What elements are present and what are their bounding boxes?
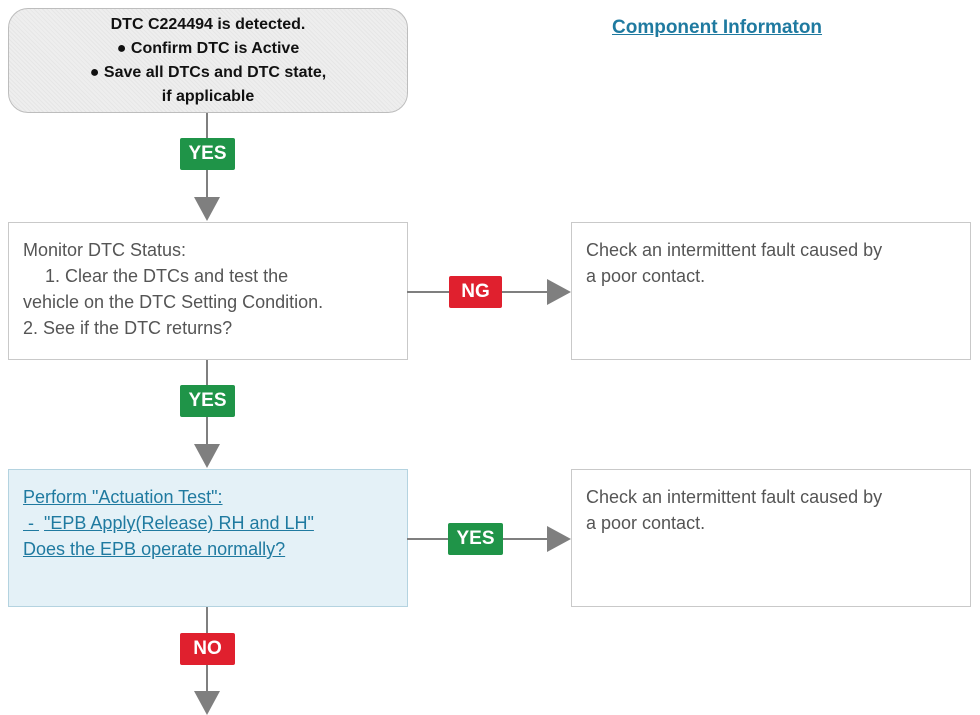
no-badge: NO xyxy=(180,633,235,665)
ng-badge: NG xyxy=(449,276,502,308)
actuation-test-link[interactable]: Perform "Actuation Test": xyxy=(23,487,223,507)
epb-apply-line: - "EPB Apply(Release) RH and LH" xyxy=(23,510,393,536)
dash-link[interactable]: - xyxy=(23,513,39,533)
yes-badge: YES xyxy=(180,138,235,170)
arrow-down-icon xyxy=(194,197,220,221)
epb-operate-question[interactable]: Does the EPB operate normally? xyxy=(23,539,286,559)
clear-dtcs-step: 1. Clear the DTCs and test the xyxy=(45,266,289,286)
component-information-link[interactable]: Component Informaton xyxy=(612,17,823,38)
dtc-returns-step: 2. See if the DTC returns? xyxy=(23,318,233,338)
confirm-dtc-text: ● Confirm DTC is Active xyxy=(116,39,300,57)
yes-badge: YES xyxy=(448,523,503,555)
intermittent-fault-box: Check an intermittent fault caused by a … xyxy=(571,222,971,360)
epb-apply-link[interactable]: "EPB Apply(Release) RH and LH" xyxy=(44,513,314,533)
arrow-down-icon xyxy=(194,444,220,468)
intermittent-fault-text: Check an intermittent fault caused by xyxy=(586,487,883,507)
intermittent-fault-text: Check an intermittent fault caused by xyxy=(586,240,883,260)
yes-badge: YES xyxy=(180,385,235,417)
monitor-dtc-status-box: Monitor DTC Status: 1. Clear the DTCs an… xyxy=(8,222,408,360)
arrow-right-icon xyxy=(547,279,571,305)
poor-contact-text: a poor contact. xyxy=(586,513,706,533)
if-applicable-text: if applicable xyxy=(161,87,255,105)
actuation-test-box: Perform "Actuation Test": - "EPB Apply(R… xyxy=(8,469,408,607)
monitor-dtc-status-title: Monitor DTC Status: xyxy=(23,240,187,260)
poor-contact-text: a poor contact. xyxy=(586,266,706,286)
setting-condition-text: vehicle on the DTC Setting Condition. xyxy=(23,292,324,312)
dtc-detected-box: DTC C224494 is detected. ● Confirm DTC i… xyxy=(8,8,408,113)
arrow-down-icon xyxy=(194,691,220,715)
dtc-detected-text: DTC C224494 is detected. xyxy=(110,15,306,33)
save-dtcs-text: ● Save all DTCs and DTC state, xyxy=(89,63,327,81)
intermittent-fault-box-2: Check an intermittent fault caused by a … xyxy=(571,469,971,607)
arrow-right-icon xyxy=(547,526,571,552)
